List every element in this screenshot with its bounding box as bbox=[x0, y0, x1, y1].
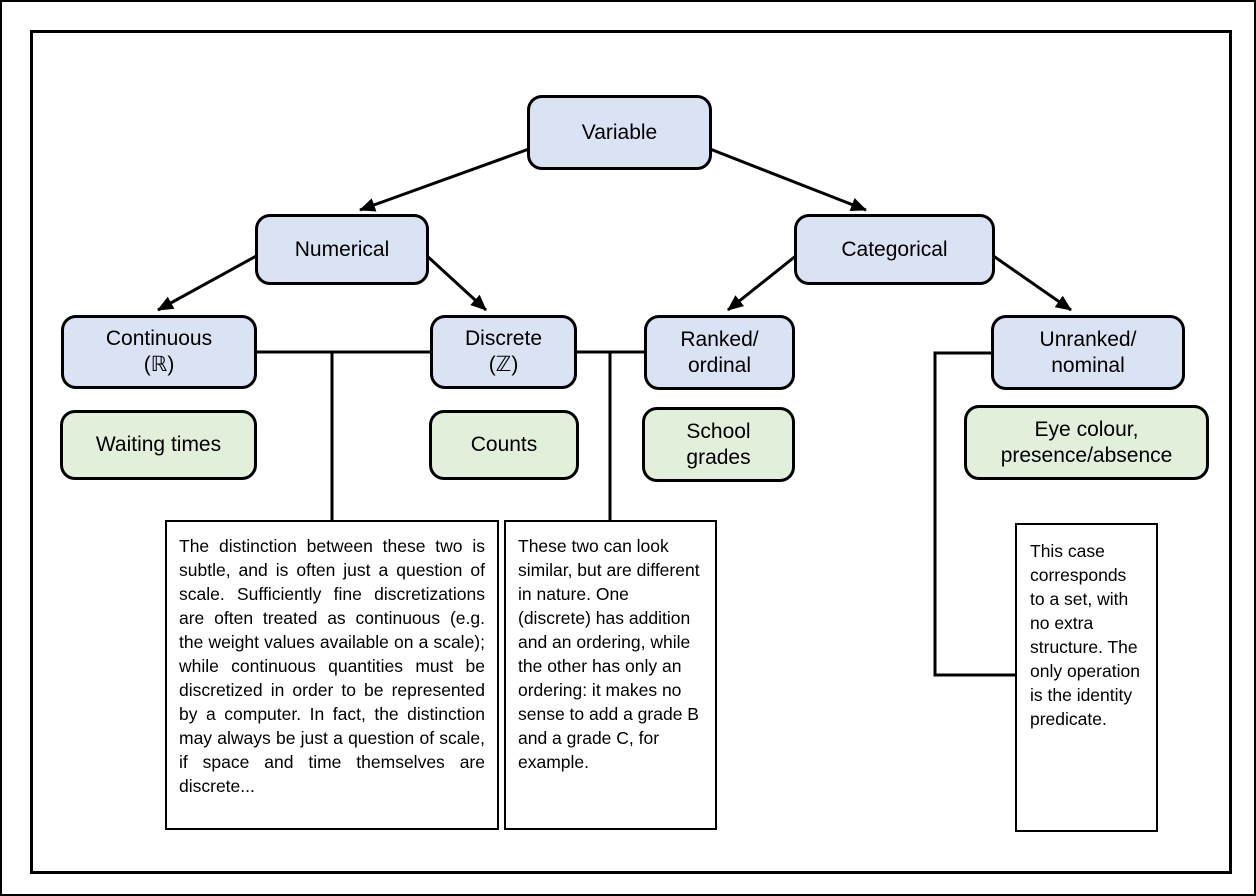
node-categorical: Categorical bbox=[794, 214, 995, 285]
node-numerical: Numerical bbox=[255, 214, 429, 285]
note-unranked-nominal: This case corresponds to a set, with no … bbox=[1015, 523, 1158, 832]
example-waiting-times: Waiting times bbox=[60, 410, 257, 480]
node-ranked-ordinal: Ranked/ ordinal bbox=[644, 315, 795, 390]
arrow-numerical-to-continuous bbox=[157, 253, 259, 312]
arrow-numerical-to-discrete bbox=[424, 253, 488, 312]
arrow-categorical-to-ranked bbox=[727, 253, 798, 312]
node-discrete: Discrete (ℤ) bbox=[430, 315, 577, 389]
example-counts: Counts bbox=[429, 410, 579, 480]
note-continuous-vs-discrete: The distinction between these two is sub… bbox=[165, 520, 499, 830]
node-unranked-nominal: Unranked/ nominal bbox=[991, 315, 1185, 390]
node-continuous: Continuous (ℝ) bbox=[61, 315, 257, 389]
example-eye-colour: Eye colour, presence/absence bbox=[964, 405, 1209, 480]
arrow-variable-to-numerical bbox=[359, 147, 530, 212]
connector-unranked-to-right-note bbox=[933, 351, 1016, 677]
diagram-border bbox=[30, 30, 1232, 874]
example-school-grades: School grades bbox=[642, 407, 795, 482]
note-discrete-vs-ranked: These two can look similar, but are diff… bbox=[504, 520, 717, 830]
arrow-variable-to-categorical bbox=[709, 147, 867, 212]
arrow-categorical-to-unranked bbox=[991, 253, 1072, 312]
node-variable: Variable bbox=[527, 95, 712, 170]
